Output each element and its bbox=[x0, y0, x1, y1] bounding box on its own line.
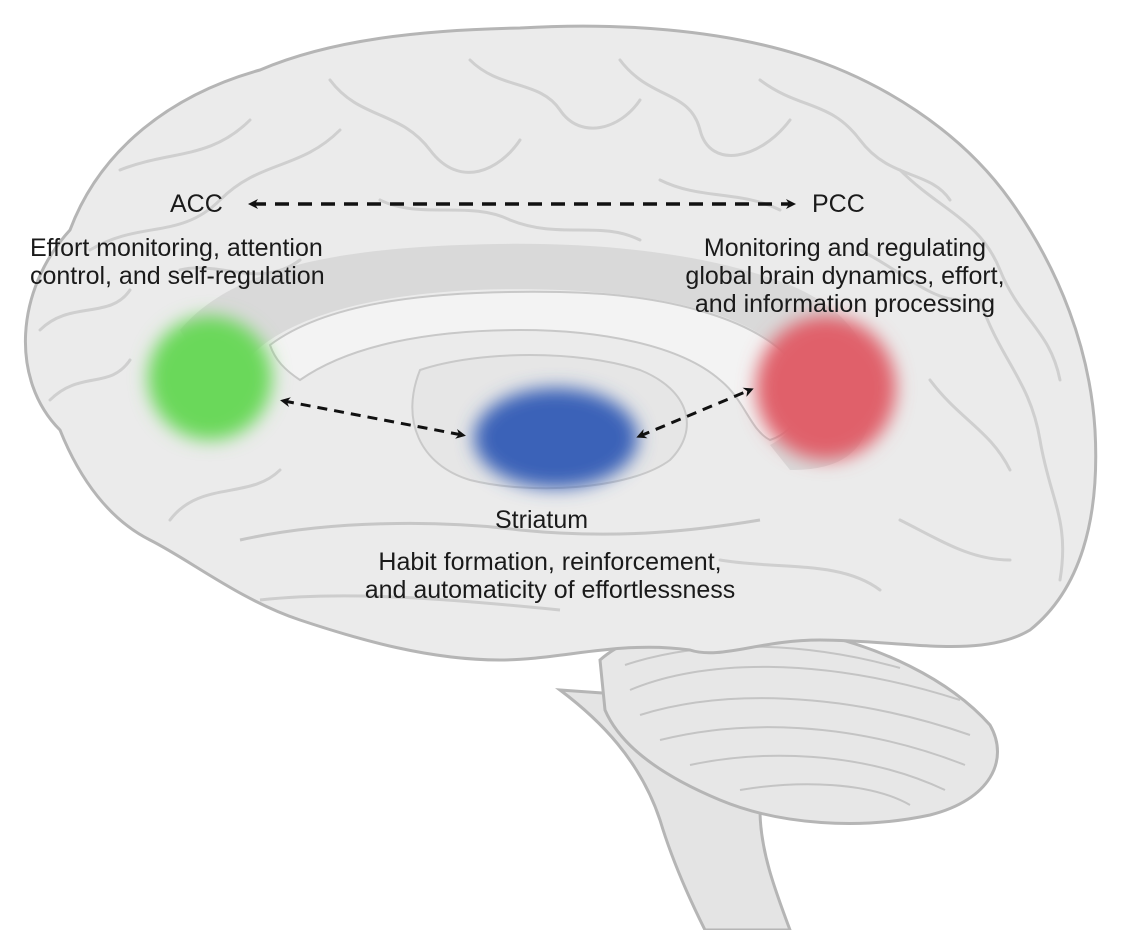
pcc-description-line3: and information processing bbox=[694, 290, 996, 318]
striatum-description-line1: Habit formation, reinforcement, bbox=[378, 548, 722, 576]
acc-region bbox=[148, 316, 272, 440]
pcc-description-line2: global brain dynamics, effort, bbox=[685, 262, 1005, 290]
pcc-description-line1: Monitoring and regulating bbox=[703, 234, 987, 262]
acc-label: ACC bbox=[170, 190, 223, 218]
cingulate-band bbox=[180, 243, 873, 470]
pcc-region bbox=[756, 316, 896, 460]
temporal-sulcus bbox=[239, 518, 761, 542]
striatum-pcc-arrow bbox=[636, 387, 754, 439]
striatum-region bbox=[474, 388, 638, 488]
striatum-description: Habit formation, reinforcement, and auto… bbox=[320, 548, 780, 604]
pcc-description: Monitoring and regulating global brain d… bbox=[650, 234, 1040, 318]
corpus-callosum bbox=[268, 290, 805, 442]
pcc-label: PCC bbox=[812, 190, 865, 218]
striatum-description-line2: and automaticity of effortlessness bbox=[364, 576, 736, 604]
striatum-label: Striatum bbox=[495, 506, 589, 534]
acc-description-line1: Effort monitoring, attention bbox=[30, 234, 323, 262]
cortex-sulci bbox=[38, 58, 1065, 592]
cerebrum bbox=[24, 24, 1098, 662]
acc-description-line2: control, and self-regulation bbox=[30, 262, 325, 290]
acc-striatum-arrow bbox=[280, 397, 466, 439]
acc-description: Effort monitoring, attention control, an… bbox=[30, 234, 325, 290]
